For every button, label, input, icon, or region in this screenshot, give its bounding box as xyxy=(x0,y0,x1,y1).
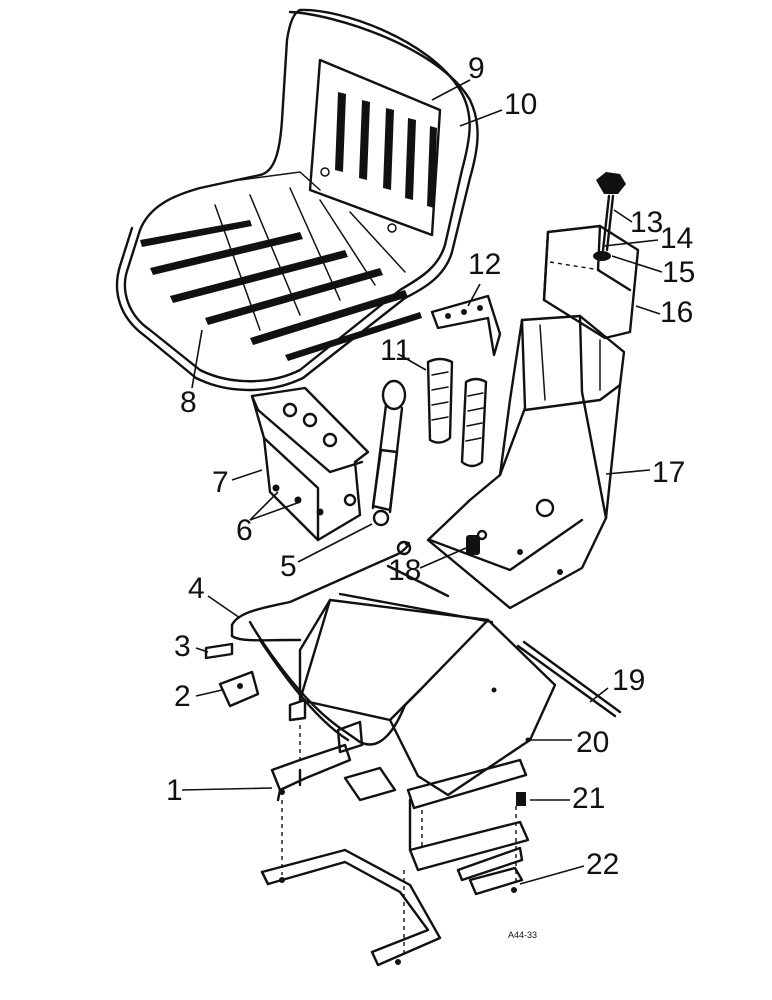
callout-20: 20 xyxy=(576,726,609,759)
bracket xyxy=(430,294,502,357)
callout-9: 9 xyxy=(468,52,485,85)
callout-13: 13 xyxy=(630,206,663,239)
latch-mechanism xyxy=(250,386,370,542)
callout-7: 7 xyxy=(212,466,229,499)
drawing-reference: A44-33 xyxy=(508,930,537,940)
seat-pan xyxy=(115,8,479,392)
callout-22: 22 xyxy=(586,848,619,881)
callout-19: 19 xyxy=(612,664,645,697)
base-frame xyxy=(426,314,626,610)
callout-8: 8 xyxy=(180,386,197,419)
callout-18: 18 xyxy=(388,554,421,587)
cushion-grid xyxy=(140,171,422,361)
callout-21: 21 xyxy=(572,782,605,815)
callout-6: 6 xyxy=(236,514,253,547)
backrest-slots xyxy=(335,92,437,208)
callout-14: 14 xyxy=(660,222,693,255)
callout-15: 15 xyxy=(662,256,695,289)
base-plate xyxy=(260,848,524,967)
alignment-lines xyxy=(281,725,517,955)
adjuster-knob xyxy=(593,172,626,261)
callout-3: 3 xyxy=(174,630,191,663)
callout-5: 5 xyxy=(280,550,297,583)
callout-17: 17 xyxy=(652,456,685,489)
small-parts xyxy=(204,642,260,708)
callout-16: 16 xyxy=(660,296,693,329)
callout-11: 11 xyxy=(380,334,411,367)
scissor-linkage xyxy=(248,598,622,797)
leader-lines xyxy=(181,79,663,885)
shock-absorber xyxy=(371,379,407,527)
callout-4: 4 xyxy=(188,572,205,605)
callout-1: 1 xyxy=(166,774,183,807)
springs xyxy=(426,357,488,468)
callout-numbers: 9 10 8 7 6 5 12 11 13 14 15 16 17 18 4 3… xyxy=(166,52,695,881)
callout-12: 12 xyxy=(468,248,501,281)
lever-rod xyxy=(230,540,494,642)
callout-10: 10 xyxy=(504,88,537,121)
callout-2: 2 xyxy=(174,680,191,713)
cover-box xyxy=(542,224,640,340)
